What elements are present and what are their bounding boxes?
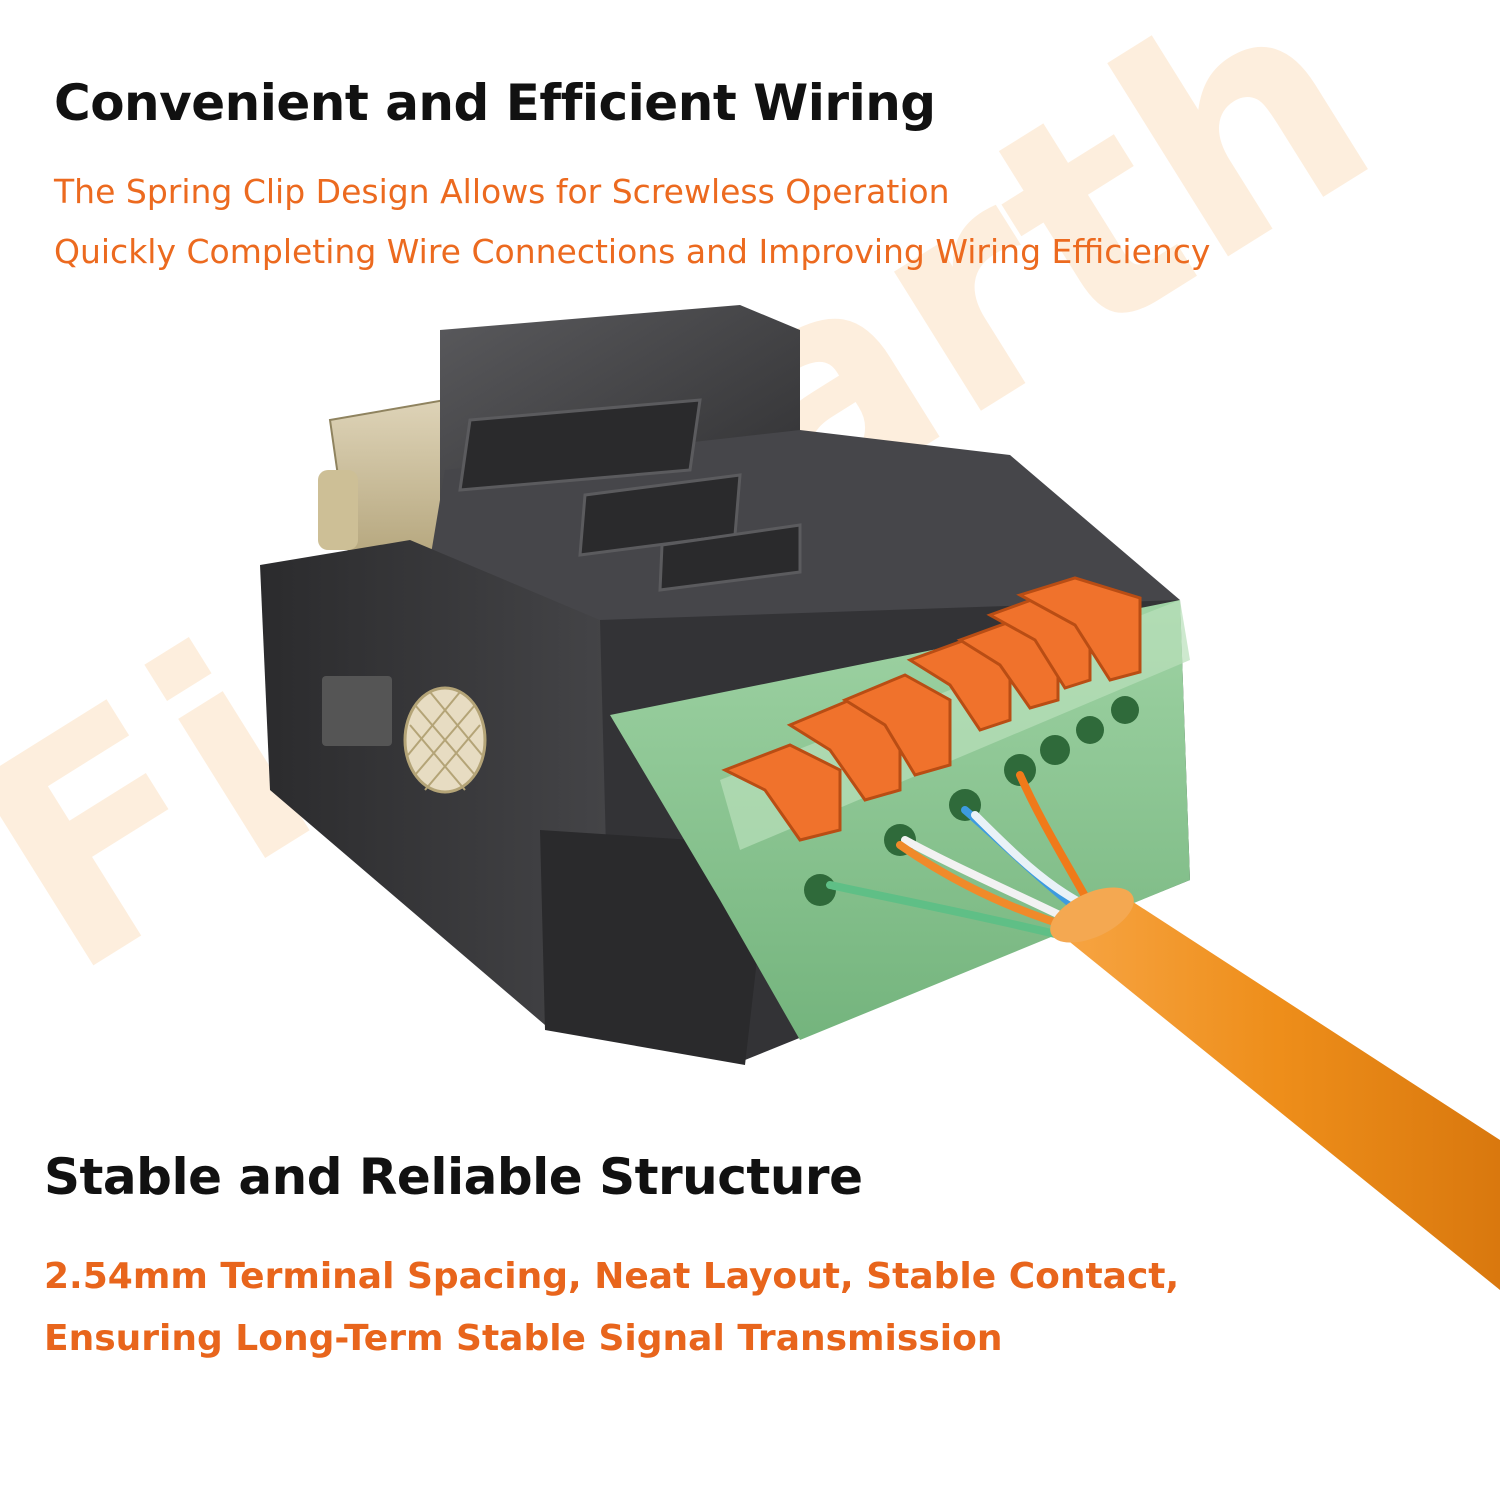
orange-cable [1050,887,1500,1290]
thumbscrew [322,676,487,794]
vent-slot [458,398,702,492]
section-title-structure: Stable and Reliable Structure [44,1148,863,1206]
section-subtitle-line-1: The Spring Clip Design Allows for Screwl… [54,172,950,211]
section-detail-line-1: 2.54mm Terminal Spacing, Neat Layout, St… [44,1256,1180,1297]
spring-clip [721,743,842,842]
spring-clips [721,576,1142,842]
wire-hole [1076,716,1104,744]
wire-hole [1040,735,1070,765]
spring-clip [841,673,952,777]
wire-hole [1111,696,1139,724]
wire-hole [1004,754,1036,786]
spring-clip [1016,576,1142,682]
section-detail-line-2: Ensuring Long-Term Stable Signal Transmi… [44,1318,1003,1359]
section-subtitle-line-2: Quickly Completing Wire Connections and … [54,232,1211,271]
vent-slot [658,523,802,592]
wire-hole [804,874,836,906]
section-title-wiring: Convenient and Efficient Wiring [54,74,936,132]
